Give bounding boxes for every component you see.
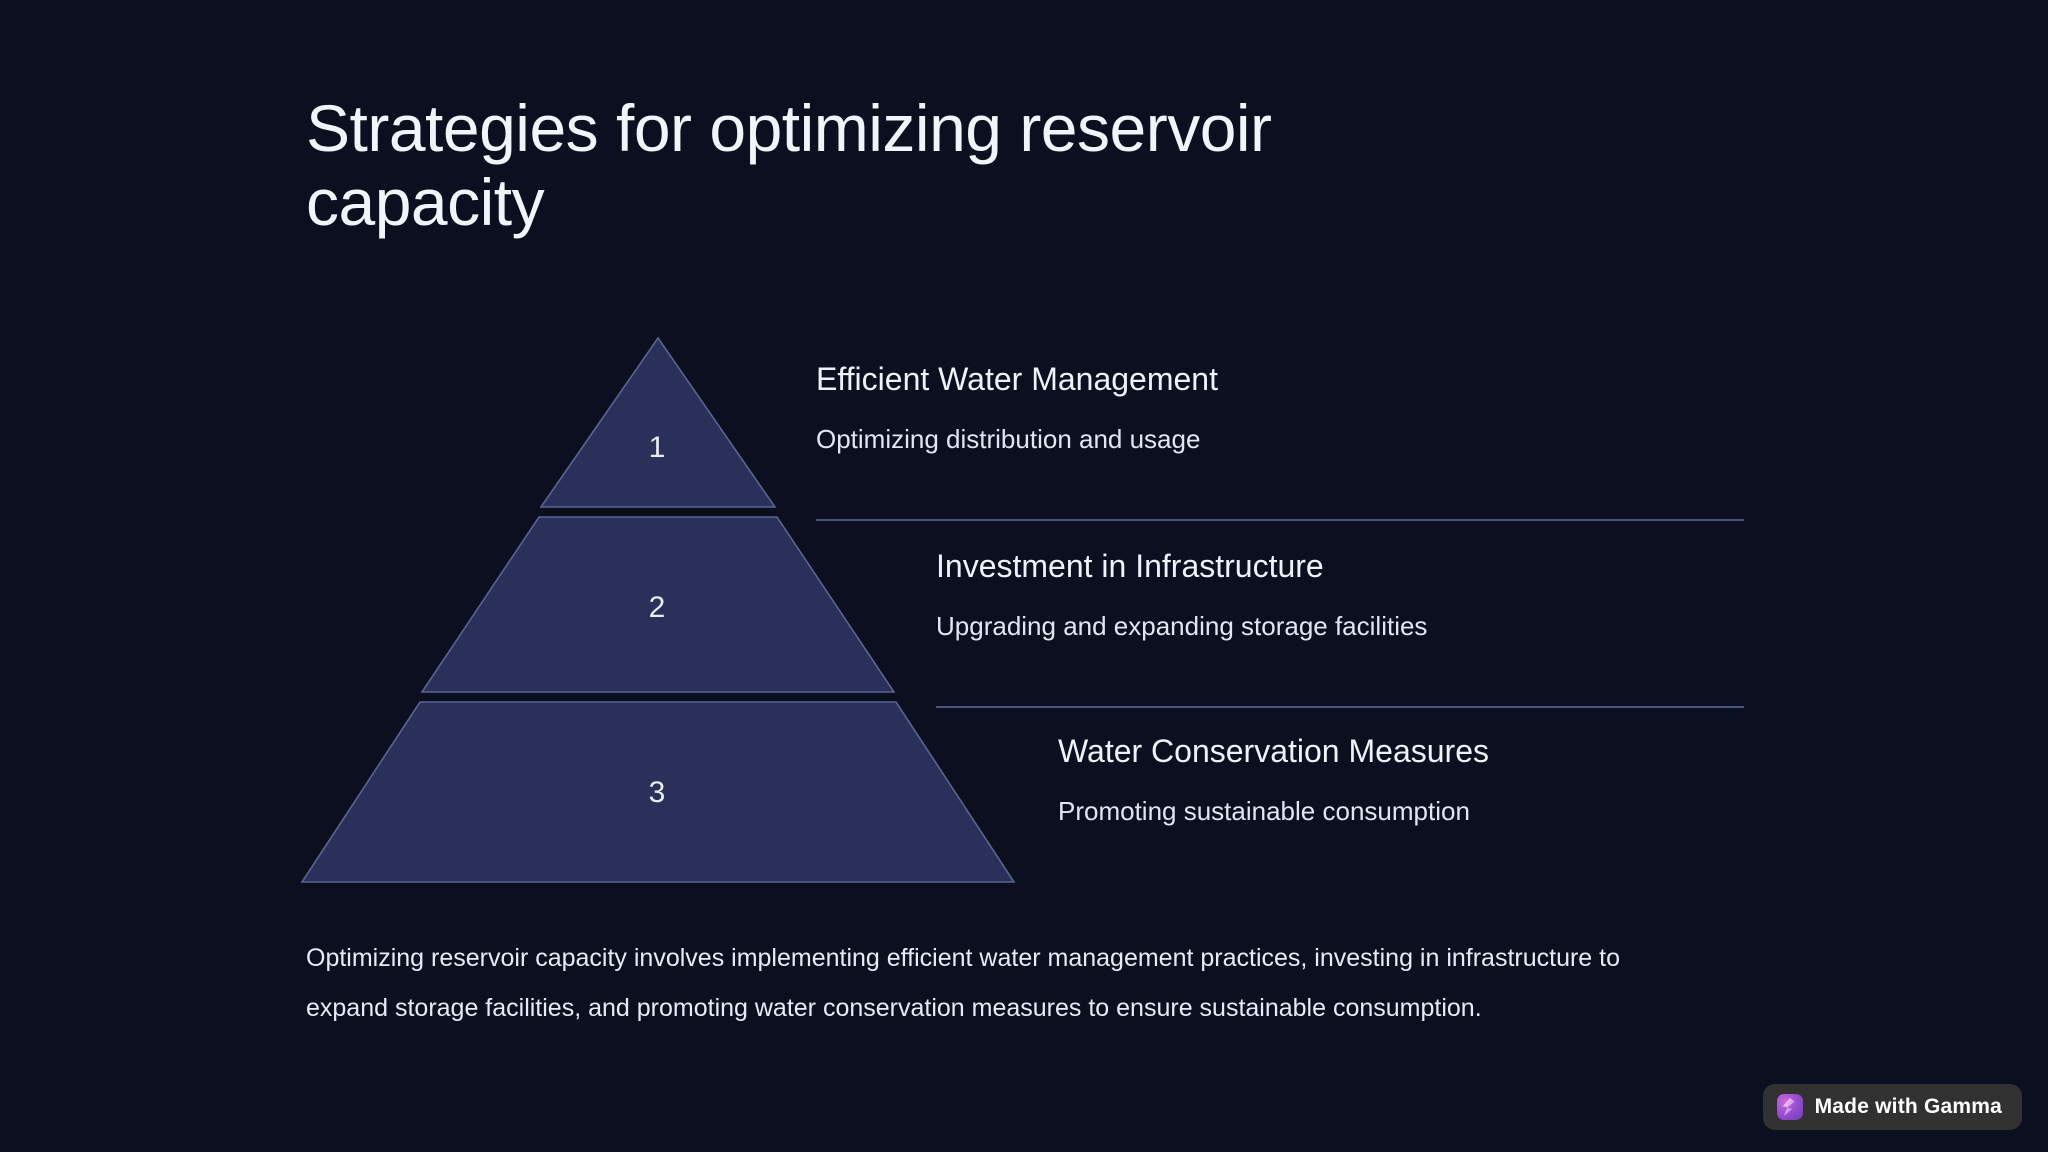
- pyramid-tier-2-shape[interactable]: [420, 516, 896, 693]
- pyramid-row-3-subtext: Promoting sustainable consumption: [1058, 796, 1470, 827]
- pyramid-tier-1-shape[interactable]: [539, 336, 777, 508]
- pyramid-tier-1-number: 1: [648, 431, 666, 464]
- pyramid-tier-3-number: 3: [648, 776, 666, 809]
- made-with-gamma-label: Made with Gamma: [1814, 1095, 2002, 1118]
- pyramid-row-3[interactable]: Water Conservation Measures Promoting su…: [296, 732, 1756, 828]
- pyramid-diagram: [296, 334, 1756, 886]
- pyramid-labels: Efficient Water Management Optimizing di…: [296, 334, 1756, 886]
- pyramid-row-1[interactable]: Efficient Water Management Optimizing di…: [296, 360, 1756, 456]
- pyramid-row-1-subtext: Optimizing distribution and usage: [816, 424, 1201, 455]
- pyramid-row-2[interactable]: Investment in Infrastructure Upgrading a…: [296, 547, 1756, 643]
- pyramid-row-2-subtext: Upgrading and expanding storage faciliti…: [936, 611, 1428, 642]
- pyramid-row-1-heading: Efficient Water Management: [816, 361, 1218, 397]
- gamma-logo-icon: [1776, 1094, 1803, 1120]
- pyramid-tier-3-shape[interactable]: [300, 701, 1016, 883]
- pyramid-row-3-heading: Water Conservation Measures: [1058, 733, 1489, 769]
- made-with-gamma-badge[interactable]: Made with Gamma: [1762, 1084, 2022, 1130]
- pyramid-shapes: [300, 336, 1016, 883]
- page-title: Strategies for optimizing reservoir capa…: [306, 91, 1272, 239]
- row-divider-2: [936, 706, 1744, 708]
- pyramid-row-2-heading: Investment in Infrastructure: [936, 548, 1324, 584]
- body-paragraph: Optimizing reservoir capacity involves i…: [306, 944, 1621, 1022]
- pyramid-tier-2-number: 2: [648, 591, 666, 624]
- row-divider-1: [816, 519, 1744, 521]
